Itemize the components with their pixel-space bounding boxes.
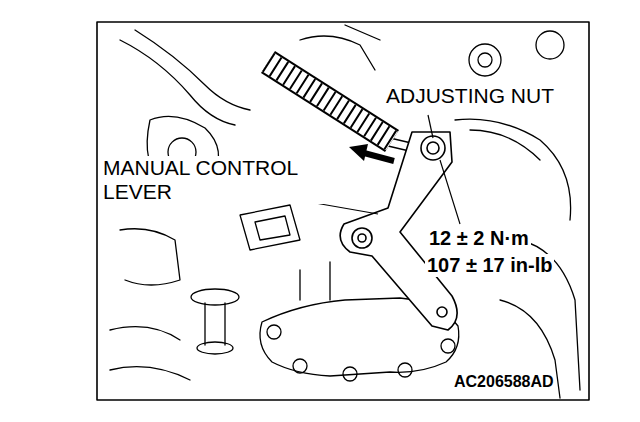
figure-code: AC206588AD — [452, 373, 556, 391]
housing-line — [120, 229, 180, 285]
direction-arrow — [349, 144, 394, 161]
bolt-boss — [293, 359, 307, 373]
cable-boot — [268, 62, 392, 141]
housing-hole — [478, 53, 492, 67]
housing-line — [300, 262, 330, 300]
housing-line — [455, 119, 571, 220]
figure-frame — [97, 22, 589, 400]
bracket — [240, 205, 300, 250]
bolt-boss — [441, 339, 455, 353]
bolt-base — [197, 342, 233, 354]
housing-line — [300, 25, 380, 70]
part-label: MANUAL CONTROL LEVER — [101, 156, 337, 204]
torque-spec: 107 ± 17 in-lb — [425, 254, 554, 277]
torque-spec: 12 ± 2 N·m — [427, 227, 531, 250]
leader-line — [428, 115, 433, 138]
lever-pivot-hole — [358, 234, 366, 242]
lever-hole — [437, 307, 447, 317]
bolt-boss — [398, 363, 412, 377]
bolt-boss — [343, 367, 357, 381]
leader-line — [440, 160, 460, 224]
bolt-stem — [205, 303, 225, 345]
housing-boss — [536, 31, 564, 59]
part-label: ADJUSTING NUT — [384, 84, 556, 108]
bolt-boss — [267, 325, 281, 339]
housing-boss — [469, 44, 501, 76]
adjusting-nut — [421, 136, 445, 160]
housing-line — [110, 327, 190, 380]
adjusting-nut-bore — [427, 142, 439, 154]
housing-line — [120, 30, 250, 125]
lever-pivot — [352, 228, 372, 248]
bolt-head — [191, 289, 239, 305]
